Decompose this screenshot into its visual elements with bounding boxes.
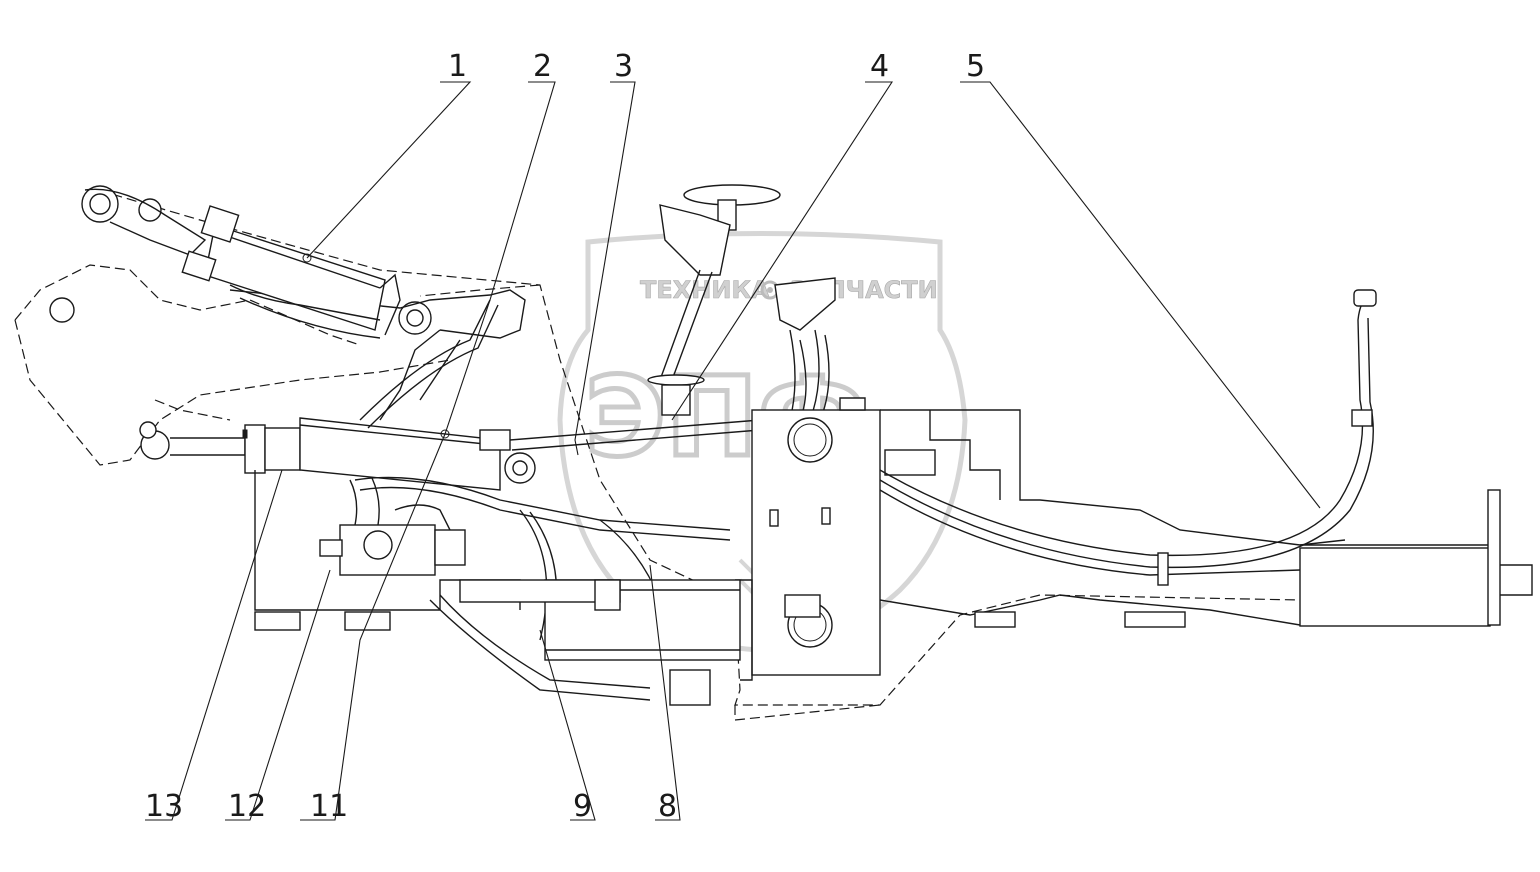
upper-cylinder bbox=[181, 205, 401, 336]
base-frame bbox=[254, 409, 1533, 706]
callout-1: 1 bbox=[448, 49, 467, 84]
callout-3: 3 bbox=[614, 49, 633, 84]
callout-12: 12 bbox=[228, 789, 266, 824]
callout-8: 8 bbox=[658, 789, 677, 824]
callout-2: 2 bbox=[533, 49, 552, 84]
lower-cylinder bbox=[170, 417, 511, 491]
rear-hose bbox=[879, 289, 1377, 586]
callout-5: 5 bbox=[966, 49, 985, 84]
callout-4: 4 bbox=[870, 49, 889, 84]
leader-lines bbox=[145, 81, 1321, 821]
hydraulic-tank bbox=[735, 397, 881, 681]
steering-column bbox=[647, 184, 781, 416]
callout-13: 13 bbox=[145, 789, 183, 824]
control-valve-block bbox=[319, 477, 466, 576]
boom-linkage bbox=[49, 185, 536, 484]
callouts: 1 2 3 4 5 8 9 11 12 13 bbox=[145, 49, 985, 824]
callout-9: 9 bbox=[573, 789, 592, 824]
callout-11: 11 bbox=[310, 789, 348, 824]
